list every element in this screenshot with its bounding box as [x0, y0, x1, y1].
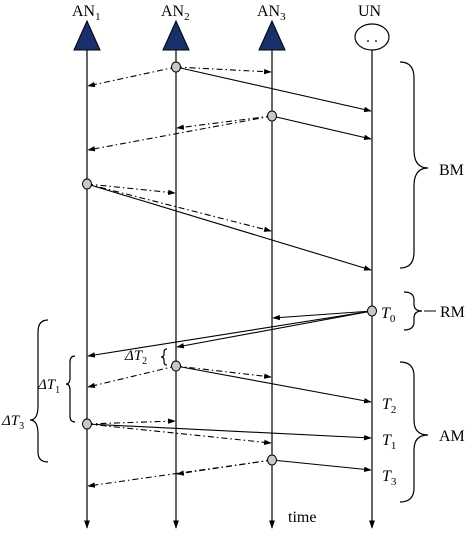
t2-label: T2: [382, 396, 396, 416]
rm-brace: [403, 291, 423, 331]
rm-messages: [87, 310, 373, 358]
an1-label: AN1: [72, 3, 101, 23]
transmission-dots: [82, 61, 377, 466]
am-label: AM: [439, 428, 465, 445]
bm-label: BM: [439, 162, 464, 179]
dt3-label: ΔT3: [1, 413, 24, 432]
t1-label: T1: [382, 432, 396, 452]
rm-label: RM: [440, 304, 465, 321]
bm-messages: [86, 66, 372, 271]
am-brace: [399, 361, 429, 503]
dt1-brace: [65, 355, 76, 423]
un-label: UN: [358, 3, 382, 20]
an1-triangle-icon: [73, 19, 101, 51]
dt2-label: ΔT2: [124, 348, 147, 367]
time-label: time: [288, 509, 316, 526]
dt2-brace: [160, 348, 168, 366]
an2-triangle-icon: [162, 19, 190, 51]
dt1-label: ΔT1: [37, 377, 60, 396]
dt3-brace: [29, 319, 49, 463]
an3-triangle-icon: [258, 19, 286, 51]
un-circle-icon: [354, 23, 390, 51]
am-messages: [86, 365, 372, 488]
t0-label: T0: [381, 305, 396, 325]
t3-label: T3: [382, 468, 397, 488]
an2-label: AN2: [161, 3, 190, 23]
an3-label: AN3: [257, 3, 286, 23]
bm-brace: [399, 61, 429, 269]
